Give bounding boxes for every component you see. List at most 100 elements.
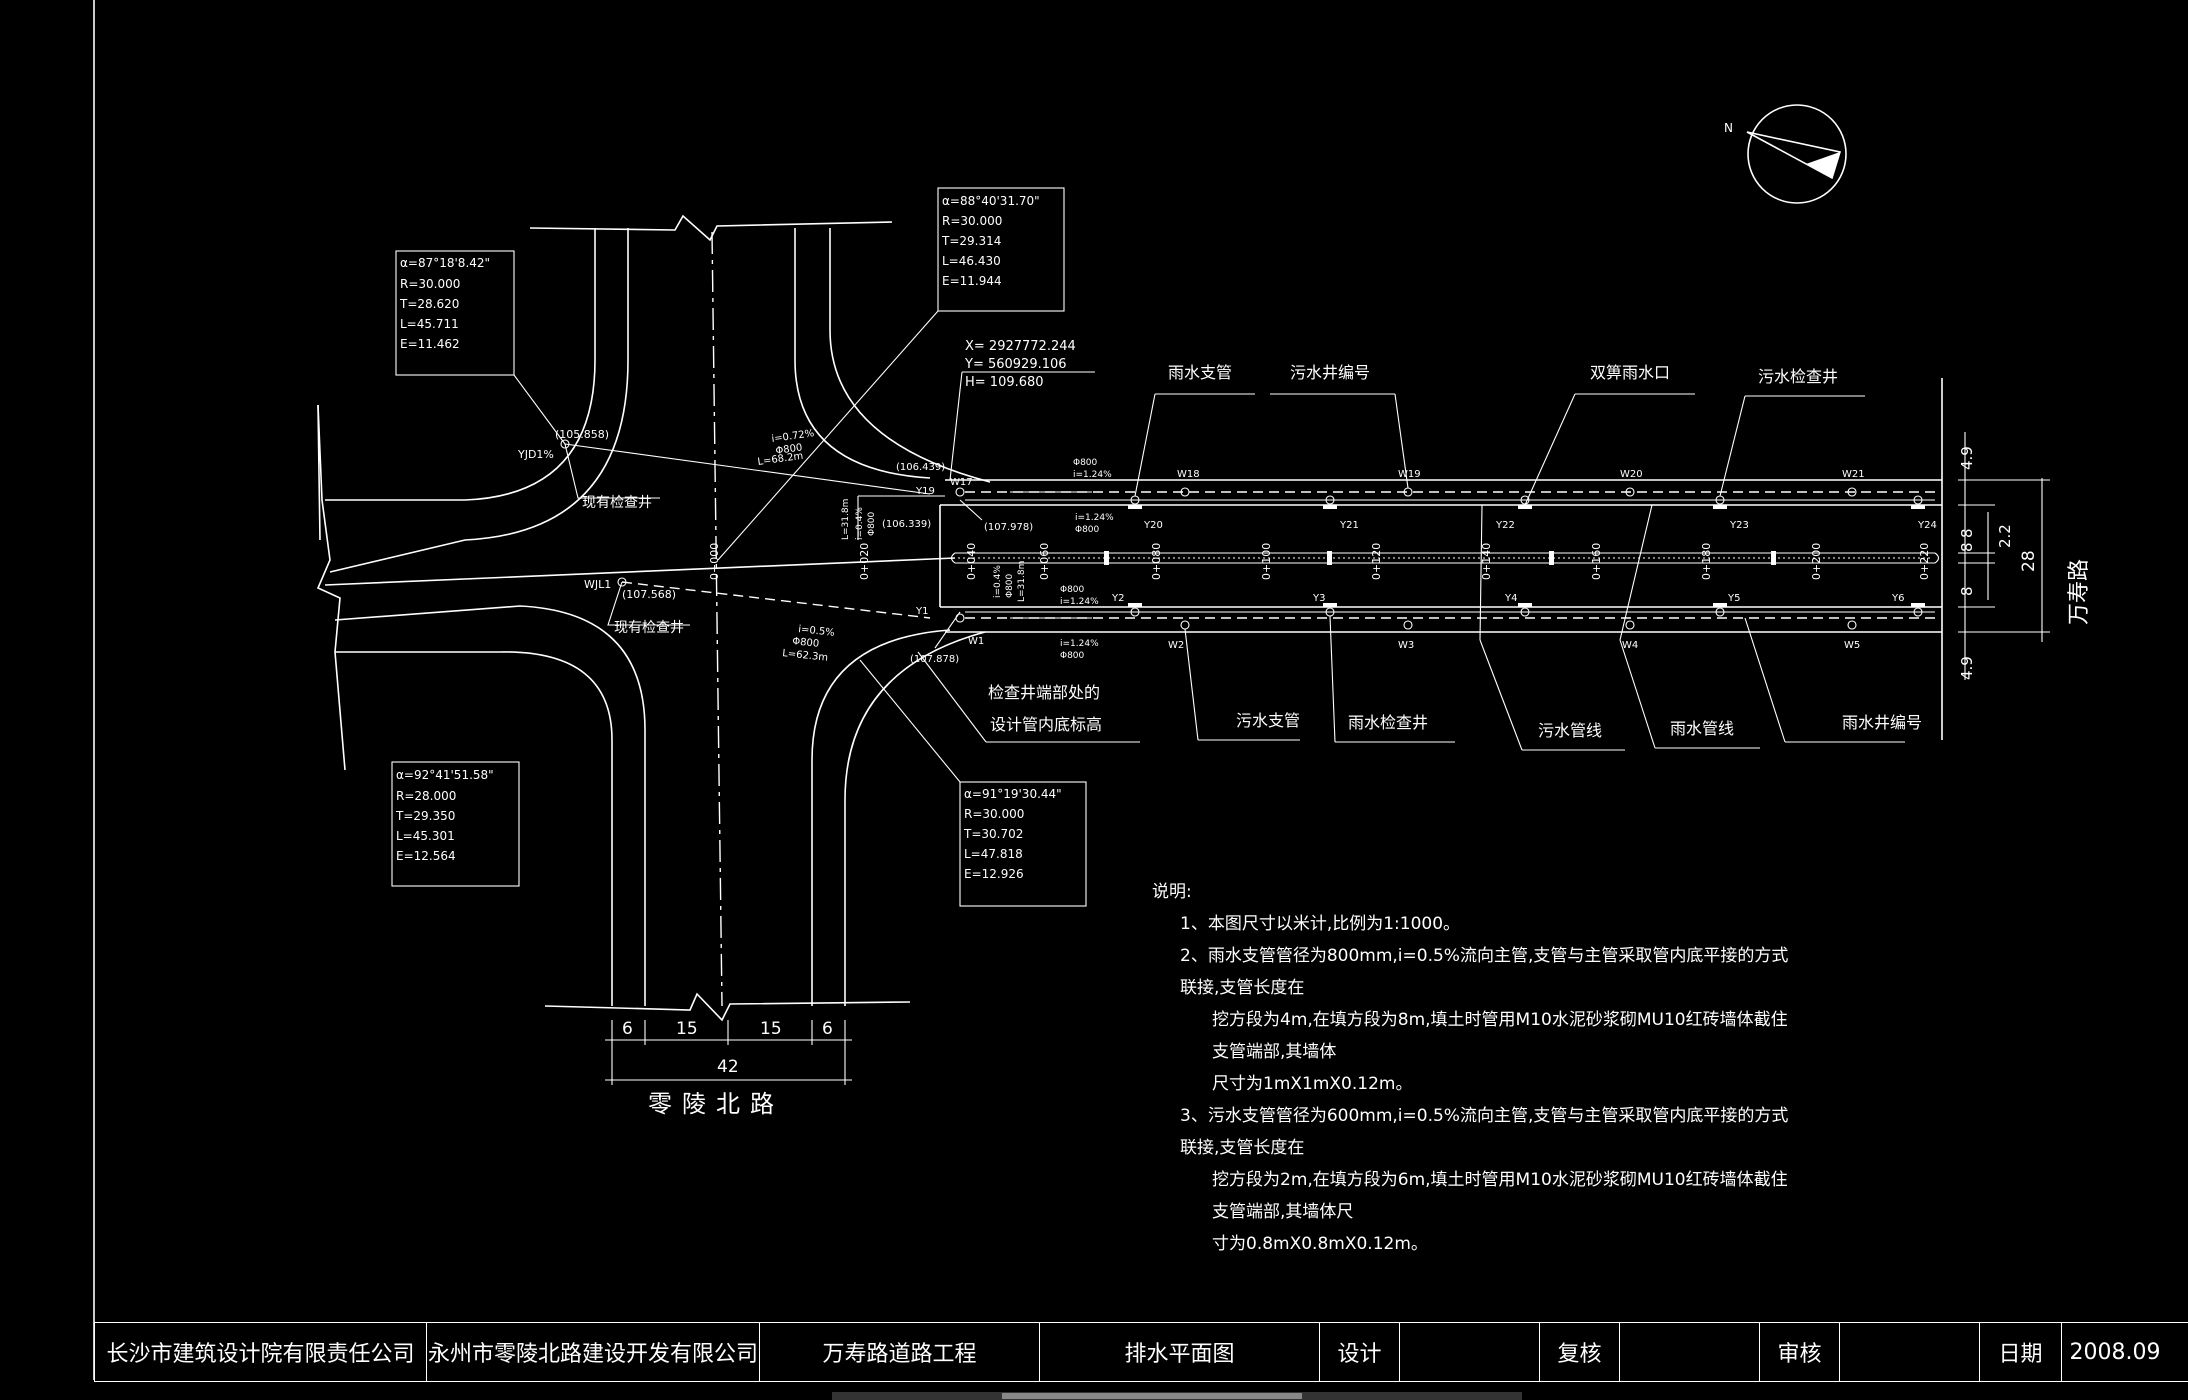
note-line: 挖方段为2m,在填方段为6m,填土时管用M10水泥砂浆砌MU10红砖墙体截住支管… <box>1212 1170 1788 1222</box>
svg-text:W1: W1 <box>968 636 984 647</box>
svg-text:4.9: 4.9 <box>1958 446 1976 470</box>
svg-text:E=11.944: E=11.944 <box>942 274 1002 288</box>
existing-well-label: 现有检查井 <box>614 620 684 636</box>
svg-text:雨水检查井: 雨水检查井 <box>1348 713 1428 732</box>
svg-text:污水支管: 污水支管 <box>1236 711 1300 730</box>
svg-text:0+060: 0+060 <box>1038 543 1051 580</box>
road-name: 万寿路 <box>2067 559 2092 625</box>
svg-text:0+200: 0+200 <box>1810 543 1823 580</box>
svg-text:Y24: Y24 <box>1917 520 1937 531</box>
svg-text:W2: W2 <box>1168 640 1184 651</box>
median-openings <box>1104 551 1776 565</box>
svg-text:α=88°40'31.70": α=88°40'31.70" <box>942 194 1040 208</box>
notes-title: 说明: <box>1152 882 1192 902</box>
curve-box-1: α=87°18'8.42" R=30.000 T=28.620 L=45.711… <box>395 250 566 445</box>
svg-text:W20: W20 <box>1620 469 1643 480</box>
svg-text:i=1.24%: i=1.24% <box>1060 639 1099 649</box>
svg-text:雨水支管: 雨水支管 <box>1168 363 1232 382</box>
svg-text:L=45.711: L=45.711 <box>400 317 459 331</box>
svg-text:E=11.462: E=11.462 <box>400 337 460 351</box>
svg-text:4.9: 4.9 <box>1958 656 1976 680</box>
svg-text:Y22: Y22 <box>1495 520 1515 531</box>
curve-box-3: α=92°41'51.58" R=28.000 T=29.350 L=45.30… <box>391 761 520 887</box>
grade-label: i=0.72% <box>771 428 815 445</box>
svg-text:28: 28 <box>2019 550 2039 572</box>
elev-label: (105.858) <box>555 428 609 441</box>
top-callouts: 雨水支管 污水井编号 双箅雨水口 污水检查井 <box>1134 363 1865 506</box>
svg-text:Φ800: Φ800 <box>1075 525 1100 535</box>
svg-text:0+040: 0+040 <box>965 543 978 580</box>
svg-text:R=30.000: R=30.000 <box>964 807 1024 821</box>
svg-text:W4: W4 <box>1622 640 1638 651</box>
svg-text:W21: W21 <box>1842 469 1865 480</box>
svg-text:Y5: Y5 <box>1727 593 1740 604</box>
svg-text:i=1.24%: i=1.24% <box>1073 470 1112 480</box>
approve-label: 审核 <box>1760 1323 1840 1381</box>
svg-text:15: 15 <box>760 1019 782 1039</box>
svg-text:Φ800: Φ800 <box>867 511 877 536</box>
road-dimensions: 4.9 8 2.2 8 8 4.9 28 万寿路 <box>1958 432 2092 680</box>
svg-text:0+100: 0+100 <box>1260 543 1273 580</box>
svg-text:污水管线: 污水管线 <box>1538 721 1602 740</box>
svg-text:0+180: 0+180 <box>1700 543 1713 580</box>
svg-text:雨水井编号: 雨水井编号 <box>1842 713 1922 732</box>
svg-text:8: 8 <box>1958 586 1976 596</box>
date-label: 日期 <box>1980 1323 2062 1381</box>
svg-text:W19: W19 <box>1398 469 1421 480</box>
svg-text:(106.339): (106.339) <box>882 519 931 530</box>
svg-text:0+080: 0+080 <box>1150 543 1163 580</box>
yjd-label: YJD1% <box>517 448 554 461</box>
junction-labels: (106.439) (106.339) (107.978) (107.878) … <box>841 458 1114 665</box>
svg-text:W17: W17 <box>950 477 973 488</box>
svg-text:i=0.4%: i=0.4% <box>855 507 865 540</box>
svg-text:0+120: 0+120 <box>1370 543 1383 580</box>
design-notes: 说明: 1、本图尺寸以米计,比例为1:1000。 2、雨水支管管径为800mm,… <box>1152 876 1792 1260</box>
elev-label: (107.568) <box>622 588 676 601</box>
svg-text:Y4: Y4 <box>1504 593 1517 604</box>
svg-text:污水井编号: 污水井编号 <box>1290 363 1370 382</box>
note-line: 3、污水支管管径为600mm,i=0.5%流向主管,支管与主管采取管内底平接的方… <box>1180 1106 1789 1158</box>
svg-text:雨水管线: 雨水管线 <box>1670 719 1734 738</box>
wells-top: Y20 Y21 Y22 Y23 Y24 W18 W19 W20 W21 <box>955 469 1937 531</box>
grade-label: Φ800 <box>792 636 820 650</box>
project-name: 万寿路道路工程 <box>760 1323 1040 1381</box>
svg-text:T=30.702: T=30.702 <box>963 827 1023 841</box>
approve-signature <box>1840 1323 1980 1381</box>
cross-road-name: 零陵北路 <box>648 1090 784 1118</box>
review-label: 复核 <box>1540 1323 1620 1381</box>
existing-well-label: 现有检查井 <box>582 495 652 511</box>
svg-text:Φ800: Φ800 <box>1005 573 1015 598</box>
svg-text:检查井端部处的: 检查井端部处的 <box>988 683 1100 702</box>
svg-text:R=30.000: R=30.000 <box>942 214 1002 228</box>
curve-box-2: α=88°40'31.70" R=30.000 T=29.314 L=46.43… <box>717 187 1065 561</box>
svg-text:15: 15 <box>676 1019 698 1039</box>
scrollbar-thumb[interactable] <box>1002 1393 1302 1399</box>
svg-text:i=1.24%: i=1.24% <box>1075 513 1114 523</box>
svg-text:Φ800: Φ800 <box>1060 651 1085 661</box>
grade-label: L=68.2m <box>757 451 804 468</box>
svg-text:T=29.314: T=29.314 <box>941 234 1001 248</box>
svg-text:i=0.4%: i=0.4% <box>993 565 1003 598</box>
cross-road-dimensions: 6 15 15 6 42 零陵北路 <box>605 1019 852 1118</box>
svg-text:L=46.430: L=46.430 <box>942 254 1001 268</box>
design-label: 设计 <box>1320 1323 1400 1381</box>
svg-text:N: N <box>1724 121 1733 135</box>
svg-text:Φ800: Φ800 <box>1073 458 1098 468</box>
svg-text:α=91°19'30.44": α=91°19'30.44" <box>964 787 1062 801</box>
existing-wells: YJD1% (105.858) 现有检查井 WJL1 (107.568) 现有检… <box>517 428 931 664</box>
svg-text:双箅雨水口: 双箅雨水口 <box>1590 363 1670 382</box>
svg-text:X= 2927772.244: X= 2927772.244 <box>965 339 1076 354</box>
client-company: 永州市零陵北路建设开发有限公司 <box>427 1323 760 1381</box>
horizontal-scrollbar[interactable] <box>832 1392 1522 1400</box>
svg-text:0+220: 0+220 <box>1918 543 1931 580</box>
svg-text:T=29.350: T=29.350 <box>395 809 455 823</box>
note-line: 尺寸为1mX1mX0.12m。 <box>1212 1074 1413 1094</box>
svg-text:Y21: Y21 <box>1339 520 1359 531</box>
svg-text:0+140: 0+140 <box>1480 543 1493 580</box>
designer-company: 长沙市建筑设计院有限责任公司 <box>94 1323 427 1381</box>
svg-text:设计管内底标高: 设计管内底标高 <box>990 715 1102 734</box>
note-line: 1、本图尺寸以米计,比例为1:1000。 <box>1180 914 1461 934</box>
svg-text:Φ800: Φ800 <box>1060 585 1085 595</box>
svg-text:L=31.8m: L=31.8m <box>841 499 851 540</box>
